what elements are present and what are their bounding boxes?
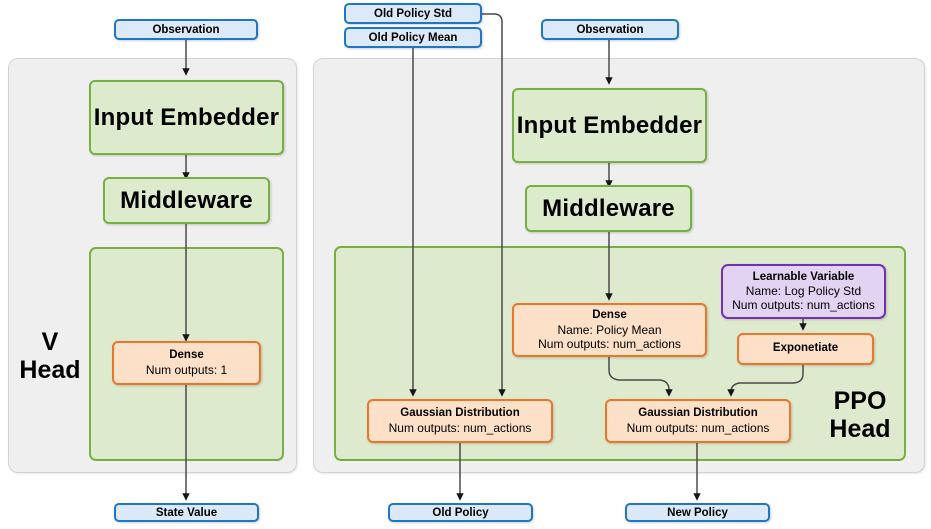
input-old-policy-mean[interactable]: Old Policy Mean — [344, 27, 482, 48]
input-old-policy-mean-label: Old Policy Mean — [368, 31, 458, 44]
output-new-policy-label: New Policy — [667, 506, 728, 519]
gaussian-old-title: Gaussian Distribution — [400, 407, 520, 420]
ppo-head-middleware-label: Middleware — [542, 194, 675, 222]
ppo-head-label-text: PPO Head — [829, 387, 891, 443]
ppo-dense-num-outputs: Num outputs: num_actions — [538, 336, 681, 351]
output-old-policy-label: Old Policy — [432, 506, 489, 519]
ppo-head-exponetiate[interactable]: Exponetiate — [737, 333, 874, 365]
gaussian-distribution-new[interactable]: Gaussian Distribution Num outputs: num_a… — [605, 399, 791, 443]
output-old-policy[interactable]: Old Policy — [388, 503, 533, 522]
ppo-head-learnable-variable[interactable]: Learnable Variable Name: Log Policy Std … — [721, 264, 886, 319]
ppo-head-middleware[interactable]: Middleware — [525, 185, 692, 232]
output-state-value-label: State Value — [155, 506, 218, 519]
ppo-head-dense-policy-mean[interactable]: Dense Name: Policy Mean Num outputs: num… — [512, 303, 707, 357]
gaussian-new-title: Gaussian Distribution — [638, 407, 758, 420]
v-head-input-embedder[interactable]: Input Embedder — [89, 80, 284, 155]
v-head-label-text: V Head — [19, 328, 81, 384]
ppo-head-label: PPO Head — [820, 387, 900, 443]
v-head-middleware-label: Middleware — [120, 186, 253, 214]
ppo-head-input-embedder-label: Input Embedder — [516, 111, 703, 139]
gaussian-new-num-outputs: Num outputs: num_actions — [626, 420, 770, 435]
v-head-dense[interactable]: Dense Num outputs: 1 — [112, 341, 261, 385]
learnable-variable-title: Learnable Variable — [752, 270, 855, 283]
input-old-policy-std[interactable]: Old Policy Std — [344, 3, 482, 24]
learnable-variable-name: Name: Log Policy Std — [745, 284, 862, 299]
v-head-dense-num-outputs: Num outputs: 1 — [145, 362, 228, 377]
output-new-policy[interactable]: New Policy — [625, 503, 770, 522]
input-observation-right-label: Observation — [576, 23, 644, 36]
ppo-head-input-embedder[interactable]: Input Embedder — [512, 88, 707, 163]
input-observation-left[interactable]: Observation — [114, 19, 258, 40]
exponetiate-label: Exponetiate — [772, 342, 839, 355]
v-head-middleware[interactable]: Middleware — [103, 177, 270, 224]
learnable-variable-num-outputs: Num outputs: num_actions — [732, 298, 875, 313]
input-observation-left-label: Observation — [152, 23, 220, 36]
v-head-label: V Head — [14, 328, 86, 384]
output-state-value[interactable]: State Value — [114, 503, 259, 522]
ppo-dense-name: Name: Policy Mean — [557, 322, 662, 337]
ppo-dense-title: Dense — [592, 309, 627, 322]
gaussian-distribution-old[interactable]: Gaussian Distribution Num outputs: num_a… — [367, 399, 553, 443]
gaussian-old-num-outputs: Num outputs: num_actions — [388, 420, 532, 435]
input-old-policy-std-label: Old Policy Std — [374, 7, 452, 20]
v-head-input-embedder-label: Input Embedder — [93, 103, 280, 131]
v-head-dense-title: Dense — [169, 349, 204, 362]
input-observation-right[interactable]: Observation — [541, 19, 679, 40]
